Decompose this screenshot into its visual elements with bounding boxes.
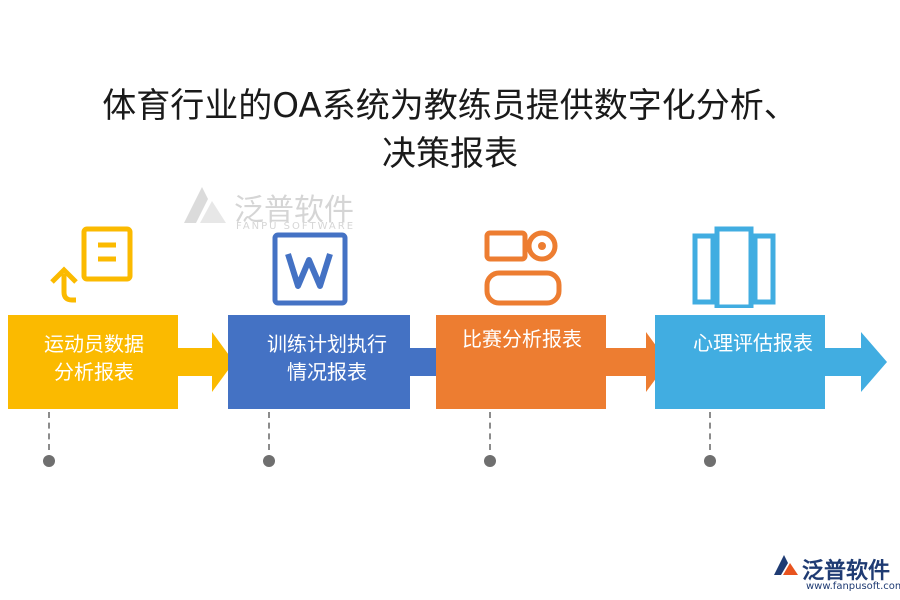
step-box [436,315,606,409]
step-label-line-1: 训练计划执行 [267,332,387,356]
watermark-sub: FANPU SOFTWARE [236,221,356,232]
fanpu-logo-icon [184,187,226,223]
step-label-line-1: 运动员数据 [44,332,144,356]
columns-icon [692,226,776,308]
connector-dot [263,455,275,467]
page-title: 体育行业的OA系统为教练员提供数字化分析、 决策报表 [0,82,900,178]
step-match-analysis-report: 比赛分析报表 [436,315,676,409]
brand-url: www.fanpusoft.com [806,581,900,592]
step-box [655,315,825,409]
step-label: 训练计划执行 情况报表 [242,330,412,386]
step-label-line-2: 分析报表 [54,360,134,384]
step-training-plan-report: 训练计划执行 情况报表 [228,315,468,409]
fanpu-logo-icon [774,555,798,575]
step-athlete-data-report: 运动员数据 分析报表 [8,315,238,409]
connector-dot [43,455,55,467]
step-label-line-1: 比赛分析报表 [462,327,582,351]
dashed-connector [709,412,711,450]
step-box [8,315,178,409]
arrow-right-icon [606,332,668,392]
step-label: 比赛分析报表 [442,325,602,353]
id-card-icon [484,230,562,306]
document-upload-icon [50,226,133,303]
step-box [228,315,410,409]
title-line-1: 体育行业的OA系统为教练员提供数字化分析、 [102,86,798,126]
step-label-line-2: 情况报表 [287,360,367,384]
brand-logo: 泛普软件 www.fanpusoft.com [772,553,900,592]
connector-dot [704,455,716,467]
dashed-connector [268,412,270,450]
brand-name: 泛普软件 [802,559,891,584]
word-document-icon [272,232,348,306]
arrow-right-icon [178,332,234,392]
dashed-connector [489,412,491,450]
watermark: 泛普软件 FANPU SOFTWARE [178,183,354,235]
step-label: 心理评估报表 [673,329,833,357]
watermark-name: 泛普软件 [234,193,354,228]
dashed-connector [48,412,50,450]
title-line-2: 决策报表 [382,134,518,174]
arrow-right-icon [825,332,887,392]
connector-dot [484,455,496,467]
step-label-line-1: 心理评估报表 [693,331,813,355]
step-psychological-assessment-report: 心理评估报表 [655,315,895,409]
step-label: 运动员数据 分析报表 [14,330,174,386]
